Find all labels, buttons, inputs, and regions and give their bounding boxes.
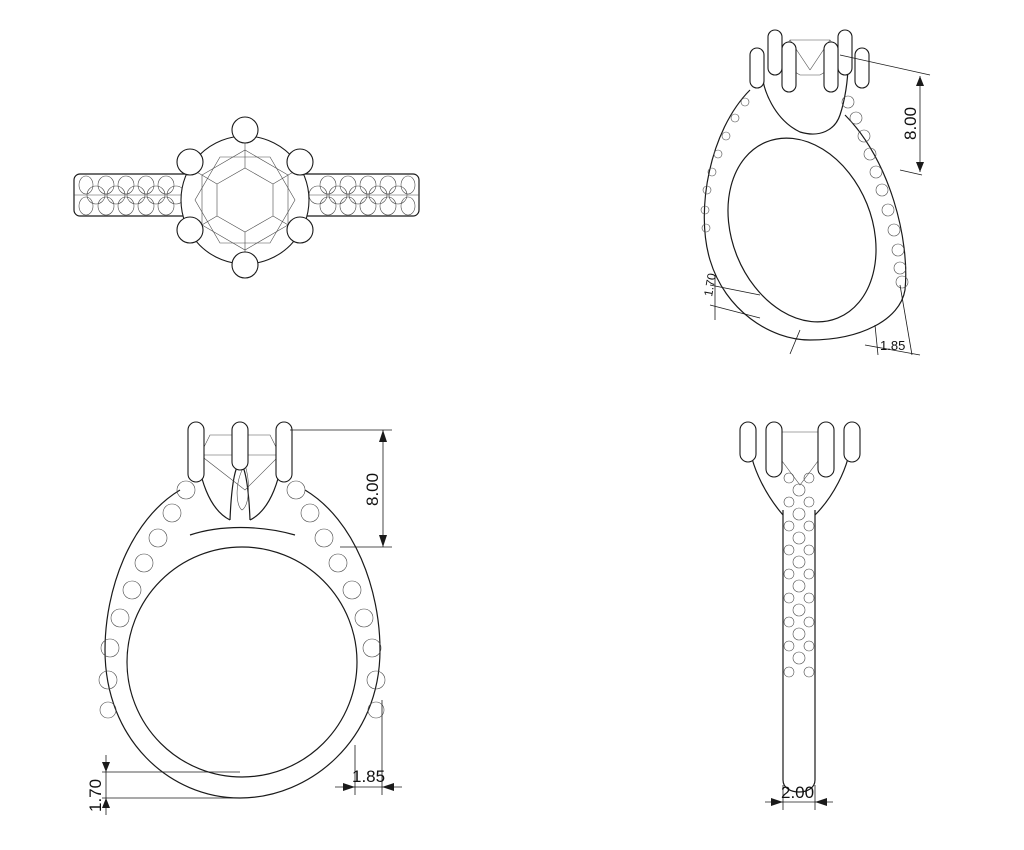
dim-label-height: 8.00 [901, 107, 920, 140]
dim-label-depth: 1.85 [880, 338, 905, 353]
pave-left [98, 480, 196, 719]
pave-right [286, 480, 386, 719]
side-view-drawing: 2.00 [739, 421, 861, 810]
dim-label-width: 2.00 [781, 783, 814, 802]
pave-stones-right [308, 175, 416, 216]
top-view-drawing [73, 116, 420, 279]
dim-label-thickness: 1.70 [86, 779, 105, 812]
side-view: 2.00 [720, 410, 880, 820]
top-view [60, 110, 440, 290]
prongs [176, 116, 314, 279]
dim-label-thickness: 1.70 [701, 272, 719, 298]
dim-label-height: 8.00 [363, 473, 382, 506]
pave-right [841, 95, 909, 289]
front-view: 8.00 1.70 1.85 [80, 410, 420, 830]
front-view-drawing: 8.00 1.70 1.85 [86, 421, 402, 815]
perspective-view: 8.00 1.70 1.85 [690, 20, 950, 360]
pave-left [700, 97, 750, 233]
pave-stones [783, 472, 815, 678]
perspective-view-drawing: 8.00 1.70 1.85 [700, 29, 931, 356]
pave-stones-left [78, 175, 186, 216]
dim-label-depth: 1.85 [352, 767, 385, 786]
